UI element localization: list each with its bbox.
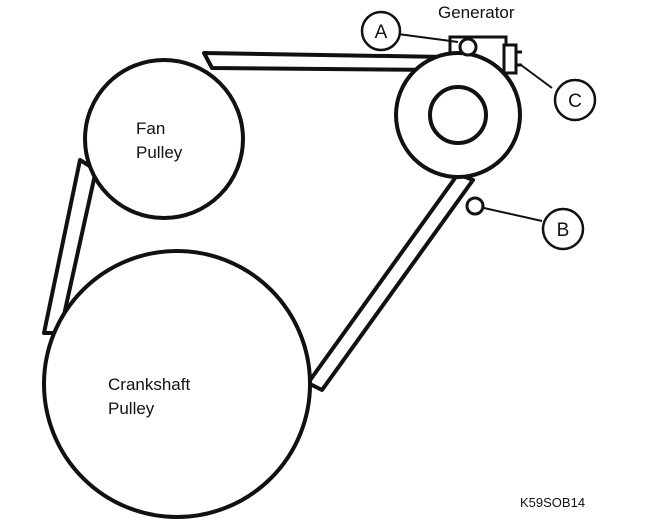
generator-label: Generator: [438, 3, 515, 22]
callout-b: B: [541, 207, 585, 251]
callout-a: A: [360, 10, 402, 52]
fan-pulley-label-line1: Fan: [136, 119, 165, 138]
callout-c: C: [553, 78, 597, 122]
leader-line-a: [397, 33, 459, 43]
leader-lines: [397, 33, 553, 222]
figure-code: K59SOB14: [520, 495, 585, 510]
fan-pulley-label-line2: Pulley: [136, 143, 183, 162]
leader-line-c: [520, 64, 553, 89]
belt-right-run: [306, 172, 475, 392]
adjusting-bolt-c: [502, 43, 518, 75]
mounting-bolt-b: [465, 196, 485, 216]
leader-line-b: [483, 207, 543, 222]
generator-pulley-hub: [428, 85, 488, 145]
crankshaft-pulley-label-line2: Pulley: [108, 399, 155, 418]
crankshaft-pulley: [42, 249, 312, 519]
fan-pulley: [83, 58, 245, 220]
pivot-bolt-a: [458, 37, 478, 57]
crankshaft-pulley-label-line1: Crankshaft: [108, 375, 190, 394]
callout-b-letter: B: [557, 220, 570, 241]
callout-c-letter: C: [568, 91, 582, 112]
callout-a-letter: A: [375, 22, 388, 43]
belt-top-run: [202, 51, 448, 72]
